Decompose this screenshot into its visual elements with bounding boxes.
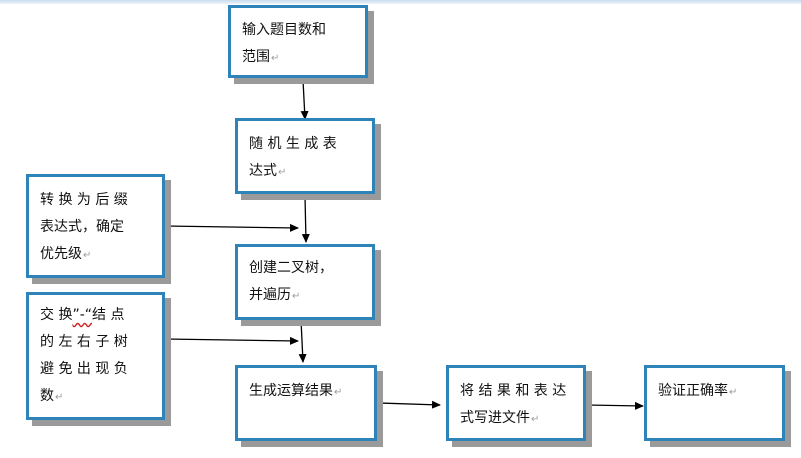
arrow-swap-to-main (164, 336, 299, 345)
node-build-binary-tree: 创建二叉树， 并遍历↵ (235, 244, 375, 320)
arrow-generate-to-build-tree (301, 195, 310, 243)
window-top-border (0, 0, 801, 4)
node-input-line2: 范围 (242, 49, 270, 65)
arrow-write-file-to-verify (585, 401, 644, 410)
node-generate-line2: 达式 (249, 163, 277, 179)
node-input-line1: 输入题目数和 (242, 22, 326, 38)
node-build-tree-line2: 并遍历 (249, 287, 291, 303)
node-verify-accuracy: 验证正确率↵ (644, 365, 785, 441)
node-build-tree-line1: 创建二叉树， (249, 260, 333, 276)
return-mark-icon: ↵ (83, 250, 92, 261)
node-swap-line3: 避 免 出 现 负 (40, 361, 128, 377)
node-write-file-line1: 将 结 果 和 表 达 (460, 383, 567, 399)
node-write-file-line2: 式写进文件 (460, 410, 530, 426)
node-verify-line1: 验证正确率 (658, 383, 728, 399)
node-postfix-line2: 表达式，确定 (40, 219, 124, 235)
return-mark-icon: ↵ (729, 387, 738, 398)
node-postfix-line3: 优先级 (40, 246, 82, 262)
return-mark-icon: ↵ (334, 387, 343, 398)
arrow-input-to-generate (300, 79, 309, 120)
return-mark-icon: ↵ (55, 392, 64, 403)
arrow-build-tree-to-compute (298, 319, 307, 363)
node-swap-line1a: 交 换 (40, 307, 73, 323)
node-postfix-priority: 转 换 为 后 缀 表达式，确定 优先级↵ (26, 174, 165, 278)
return-mark-icon: ↵ (292, 291, 301, 302)
node-generate-expression: 随 机 生 成 表 达式↵ (235, 118, 375, 194)
node-swap-line4: 数 (40, 388, 54, 404)
node-swap-subtrees: 交 换”-“结 点 的 左 右 子 树 避 免 出 现 负 数↵ (26, 292, 165, 420)
node-generate-line1: 随 机 生 成 表 (249, 136, 337, 152)
node-write-file: 将 结 果 和 表 达 式写进文件↵ (446, 365, 586, 441)
node-compute-line1: 生成运算结果 (249, 383, 333, 399)
node-compute-result: 生成运算结果↵ (235, 365, 377, 441)
node-input-question-count: 输入题目数和 范围↵ (228, 5, 368, 78)
node-postfix-line1: 转 换 为 后 缀 (40, 192, 128, 208)
arrow-compute-to-write-file (378, 400, 441, 409)
return-mark-icon: ↵ (531, 414, 540, 425)
node-swap-line1b: ”-“ (72, 307, 93, 323)
return-mark-icon: ↵ (278, 167, 287, 178)
node-swap-line2: 的 左 右 子 树 (40, 334, 128, 350)
return-mark-icon: ↵ (271, 53, 280, 64)
arrow-postfix-to-main (164, 223, 299, 232)
node-swap-line1c: 结 点 (92, 307, 125, 323)
